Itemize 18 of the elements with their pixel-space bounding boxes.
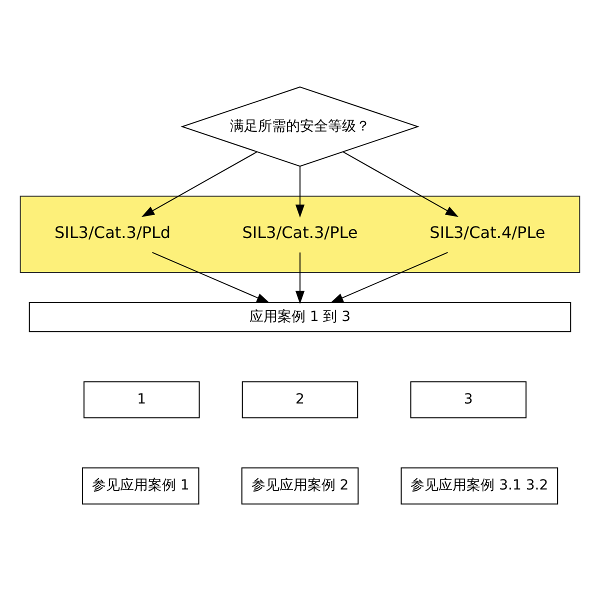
cluster: [20, 195, 580, 272]
arrow: [330, 251, 448, 303]
node-box: 应用案例 1 到 3: [28, 302, 572, 332]
node-text: SIL3/Cat.3/PLd: [54, 222, 171, 242]
node-box: 3: [410, 380, 527, 418]
node-box: 1: [84, 380, 200, 418]
arrow: [295, 165, 305, 218]
node-text: SIL3/Cat.3/PLe: [242, 222, 358, 242]
arrow: [141, 150, 258, 217]
node-text: SIL3/Cat.4/PLe: [430, 222, 546, 242]
node-box: 参见应用案例 1: [82, 466, 200, 504]
node-box: 2: [242, 380, 358, 418]
node-box: 参见应用案例 2: [241, 466, 359, 504]
arrow: [295, 251, 305, 304]
node-box: 参见应用案例 3.1 3.2: [400, 466, 558, 504]
arrow: [152, 251, 270, 303]
node-diamond: 满足所需的安全等级？: [180, 86, 420, 166]
arrow: [342, 150, 459, 217]
